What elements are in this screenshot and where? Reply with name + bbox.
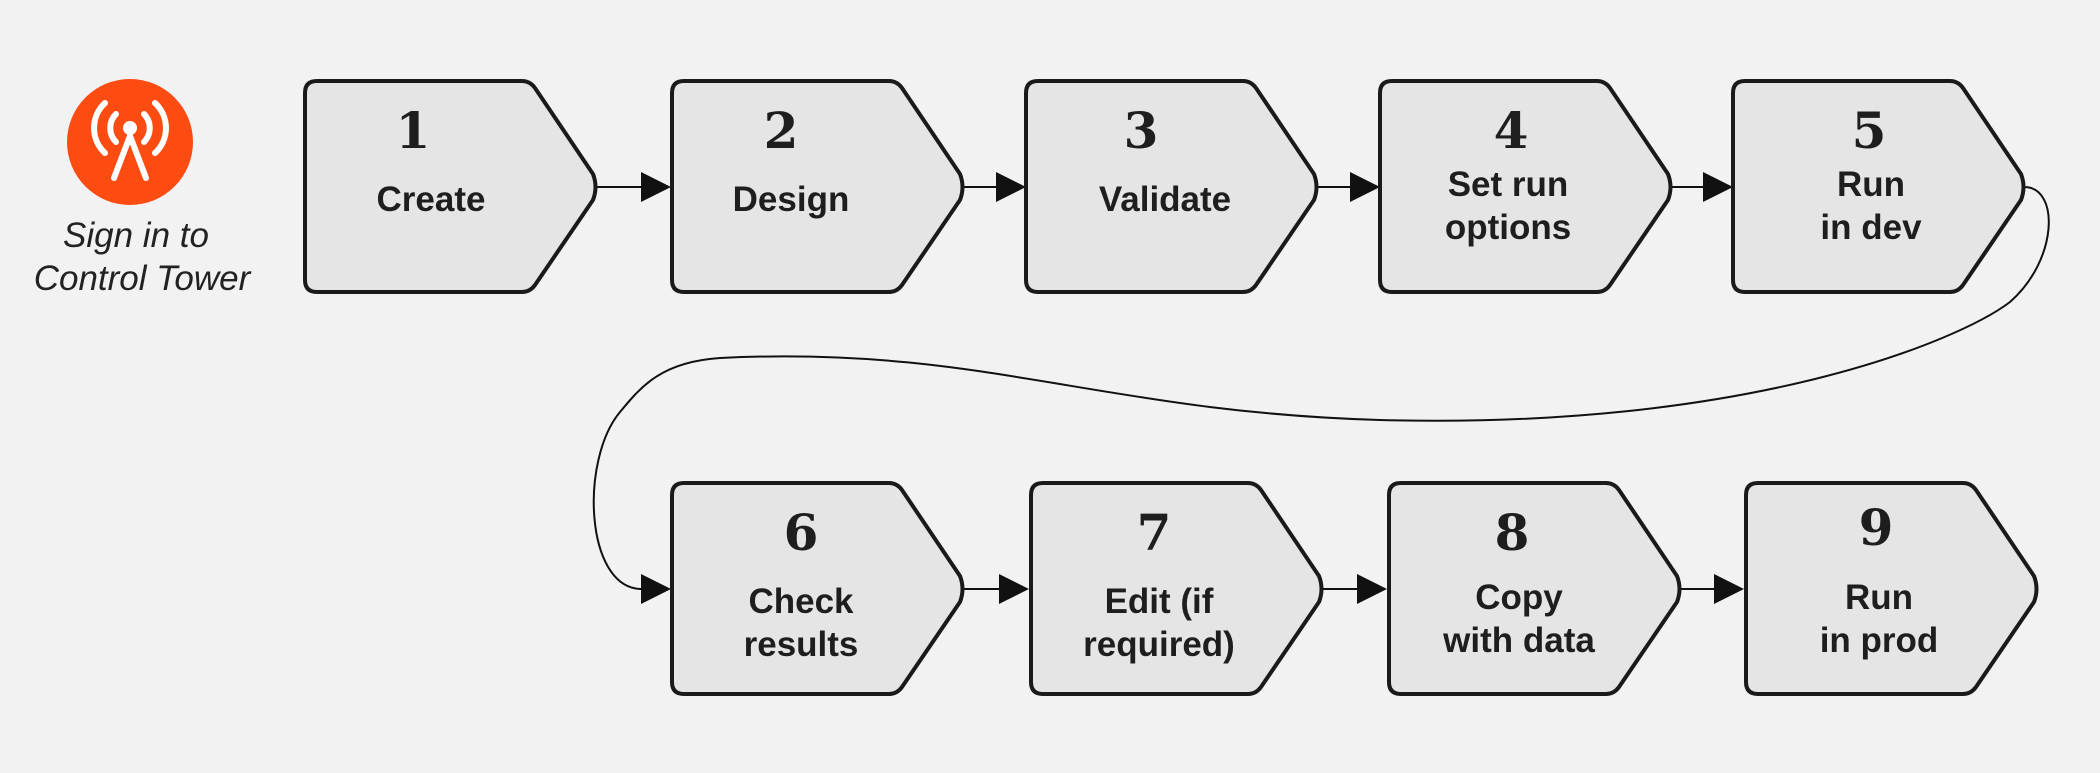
step-6-number: 6 [784,503,819,562]
step-1-box [303,79,598,294]
step-7-label-line1: Edit (if [1105,582,1214,621]
step-3-label-line1: Validate [1099,180,1231,219]
step-1: 1 Create [303,79,598,294]
step-2: 2 Design [670,79,965,294]
step-7-box [1029,481,1324,696]
step-1-label-line1: Create [377,180,486,219]
step-9-label-line1: Run [1845,578,1913,617]
step-5-number: 5 [1852,101,1887,160]
step-8-label-line2: with data [1442,621,1595,660]
step-4-label-line2: options [1445,208,1571,247]
step-4: 4 Set run options [1378,79,1673,294]
signin-caption-line1: Sign in to [63,216,209,255]
step-7-number: 7 [1137,503,1172,562]
step-8-label-line1: Copy [1475,578,1563,617]
step-8-box [1387,481,1682,696]
step-3: 3 Validate [1024,79,1319,294]
step-6-label-line1: Check [748,582,854,621]
signin-caption-line2: Control Tower [34,259,252,298]
step-4-box [1378,79,1673,294]
step-6: 6 Check results [670,481,965,696]
step-2-box [670,79,965,294]
step-8: 8 Copy with data [1387,481,1682,696]
step-3-number: 3 [1124,101,1159,160]
step-2-number: 2 [764,101,799,160]
arrow-step5-to-step6 [592,186,2050,604]
step-7-label-line2: required) [1083,625,1235,664]
step-9: 9 Run in prod [1744,481,2039,696]
step-5: 5 Run in dev [1731,79,2026,294]
step-7: 7 Edit (if required) [1029,481,1324,696]
step-6-box [670,481,965,696]
step-6-label-line2: results [744,625,859,664]
step-5-label-line2: in dev [1820,208,1922,247]
step-5-label-line1: Run [1837,165,1905,204]
step-8-number: 8 [1495,503,1530,562]
step-5-box [1731,79,2026,294]
step-9-box [1744,481,2039,696]
step-3-box [1024,79,1319,294]
step-4-label-line1: Set run [1448,165,1569,204]
step-9-label-line2: in prod [1820,621,1939,660]
step-4-number: 4 [1494,101,1529,160]
step-9-number: 9 [1859,498,1894,557]
step-1-number: 1 [396,101,431,160]
step-2-label-line1: Design [733,180,850,219]
radio-tower-icon [67,79,193,205]
